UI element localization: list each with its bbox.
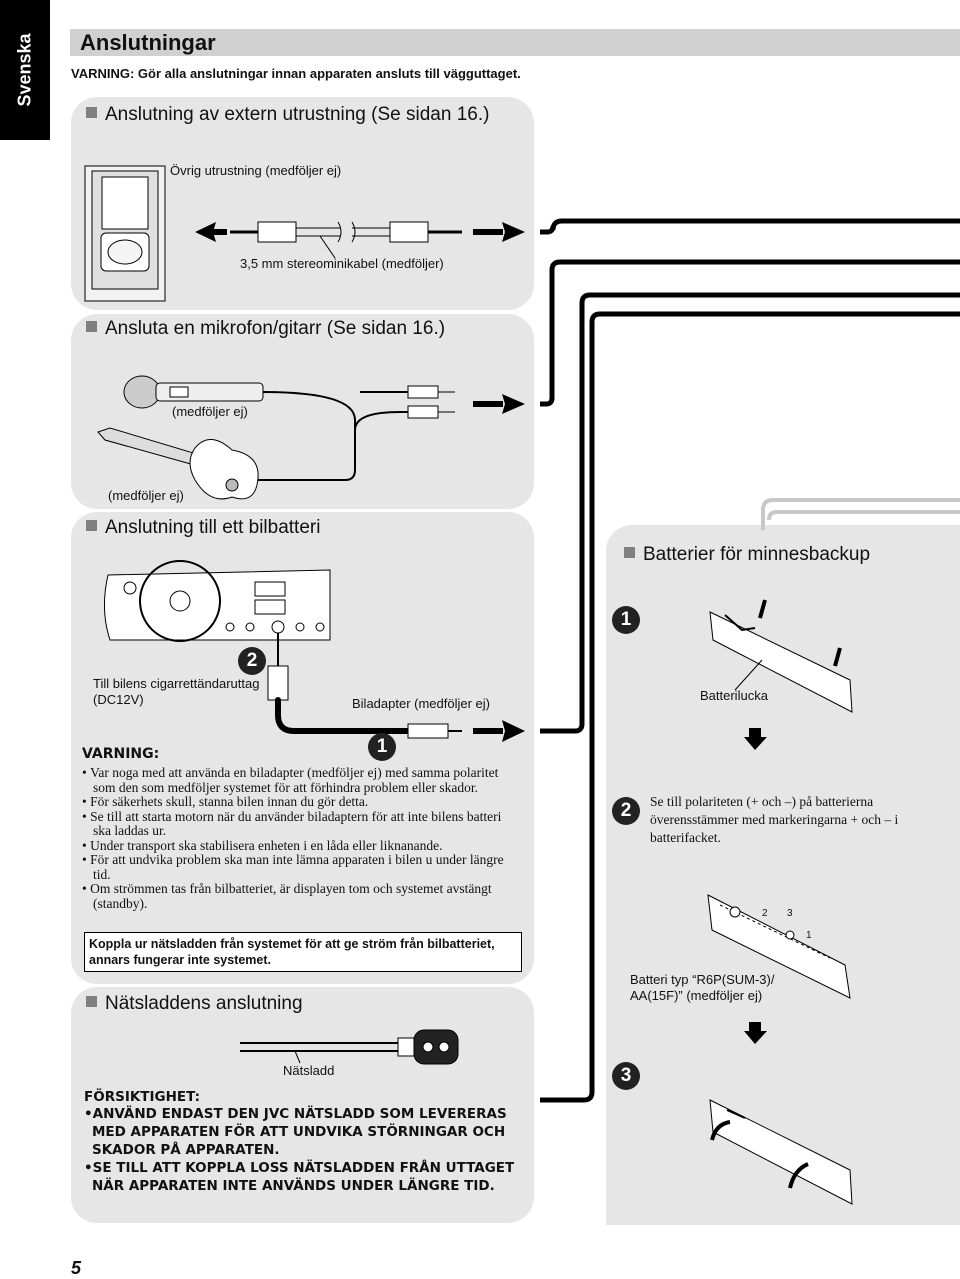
list-item: Se till att starta motorn när du använde… (82, 809, 522, 839)
connection-lines (540, 218, 960, 1103)
list-item: Under transport ska stabilisera enheten … (82, 838, 522, 854)
stereo-minicable-illustration (230, 221, 462, 259)
car-warning-title: VARNING: (82, 746, 160, 762)
car-dashboard-illustration (103, 560, 331, 642)
top-warning: VARNING: Gör alla anslutningar innan app… (71, 66, 521, 81)
power-cord-illustration (240, 1029, 459, 1065)
square-bullet-icon (86, 520, 97, 531)
label-power-cord: Nätsladd (283, 1063, 335, 1078)
language-tab: Svenska (0, 0, 50, 140)
arrow-right-icon (502, 394, 525, 414)
label-battery-lid: Batterilucka (700, 688, 768, 703)
square-bullet-icon (86, 107, 97, 118)
step-2-badge: 2 (238, 647, 266, 675)
label-car-adapter: Biladapter (medföljer ej) (352, 696, 491, 711)
battery-cell-number: 1 (806, 930, 812, 941)
label-stereo-cable: 3,5 mm stereominikabel (medföljer) (240, 256, 444, 271)
arrow-icons (195, 222, 767, 1044)
arrow-right-icon (502, 720, 525, 742)
car-boxed-note: Koppla ur nätsladden från systemet för a… (84, 932, 522, 972)
heading-mic-guitar: Ansluta en mikrofon/gitarr (Se sidan 16.… (86, 318, 445, 340)
battery-panel-edges (761, 498, 960, 530)
section-title-bar: Anslutningar (70, 29, 960, 56)
step-1-badge: 1 (368, 733, 396, 761)
page-number: 5 (71, 1258, 82, 1278)
caution-title: FÖRSIKTIGHET: (84, 1089, 201, 1105)
car-warning-list: Var noga med att använda en biladapter (… (82, 765, 522, 911)
label-guitar: (medföljer ej) (108, 488, 184, 503)
battery-compartment-illustration (707, 894, 851, 999)
arrow-right-icon (502, 222, 525, 242)
battery-lid-illustration (709, 599, 853, 713)
battery-closed-illustration (709, 1099, 853, 1205)
list-item: Var noga med att använda en biladapter (… (82, 765, 522, 795)
car-adapter-illustration (267, 633, 462, 739)
list-item: För säkerhets skull, stanna bilen innan … (82, 794, 522, 810)
battery-step-3-badge: 3 (612, 1062, 640, 1090)
list-item: •SE TILL ATT KOPPLA LOSS NÄTSLADDEN FRÅN… (84, 1160, 515, 1194)
square-bullet-icon (86, 996, 97, 1007)
label-battery-type: Batteri typ “R6P(SUM-3)/ AA(15F)” (medfö… (630, 972, 775, 1003)
battery-cell-number: 3 (787, 908, 793, 919)
caution-list: •ANVÄND ENDAST DEN JVC NÄTSLADD SOM LEVE… (84, 1105, 524, 1195)
battery-step-2-badge: 2 (612, 797, 640, 825)
square-bullet-icon (86, 321, 97, 332)
battery-cell-number: 2 (762, 908, 768, 919)
label-mic: (medföljer ej) (172, 404, 248, 419)
label-cigarette-socket: Till bilens cigarrettändaruttag (DC12V) (93, 676, 260, 707)
heading-battery-backup: Batterier för minnesbackup (624, 544, 870, 566)
heading-car-battery: Anslutning till ett bilbatteri (86, 517, 320, 539)
microphone-illustration (123, 375, 455, 481)
arrow-down-icon (744, 737, 767, 750)
panel-mic (71, 314, 534, 509)
battery-step-2-text: Se till polariteten (+ och –) på batteri… (650, 794, 899, 845)
heading-power-cord: Nätsladdens anslutning (86, 993, 303, 1015)
label-other-equipment: Övrig utrustning (medföljer ej) (170, 163, 342, 178)
arrow-left-icon (195, 222, 216, 242)
heading-external: Anslutning av extern utrustning (Se sida… (86, 103, 506, 127)
panel-battery (606, 525, 960, 1225)
arrow-down-icon (744, 1031, 767, 1044)
list-item: •ANVÄND ENDAST DEN JVC NÄTSLADD SOM LEVE… (84, 1106, 507, 1158)
page-title: Anslutningar (80, 30, 216, 55)
battery-step-1-badge: 1 (612, 606, 640, 634)
panel-power (71, 987, 534, 1223)
portable-device-illustration (84, 165, 166, 302)
square-bullet-icon (624, 547, 635, 558)
list-item: För att undvika problem ska man inte läm… (82, 852, 522, 882)
list-item: Om strömmen tas från bilbatteriet, är di… (82, 881, 522, 911)
guitar-illustration (97, 427, 259, 500)
